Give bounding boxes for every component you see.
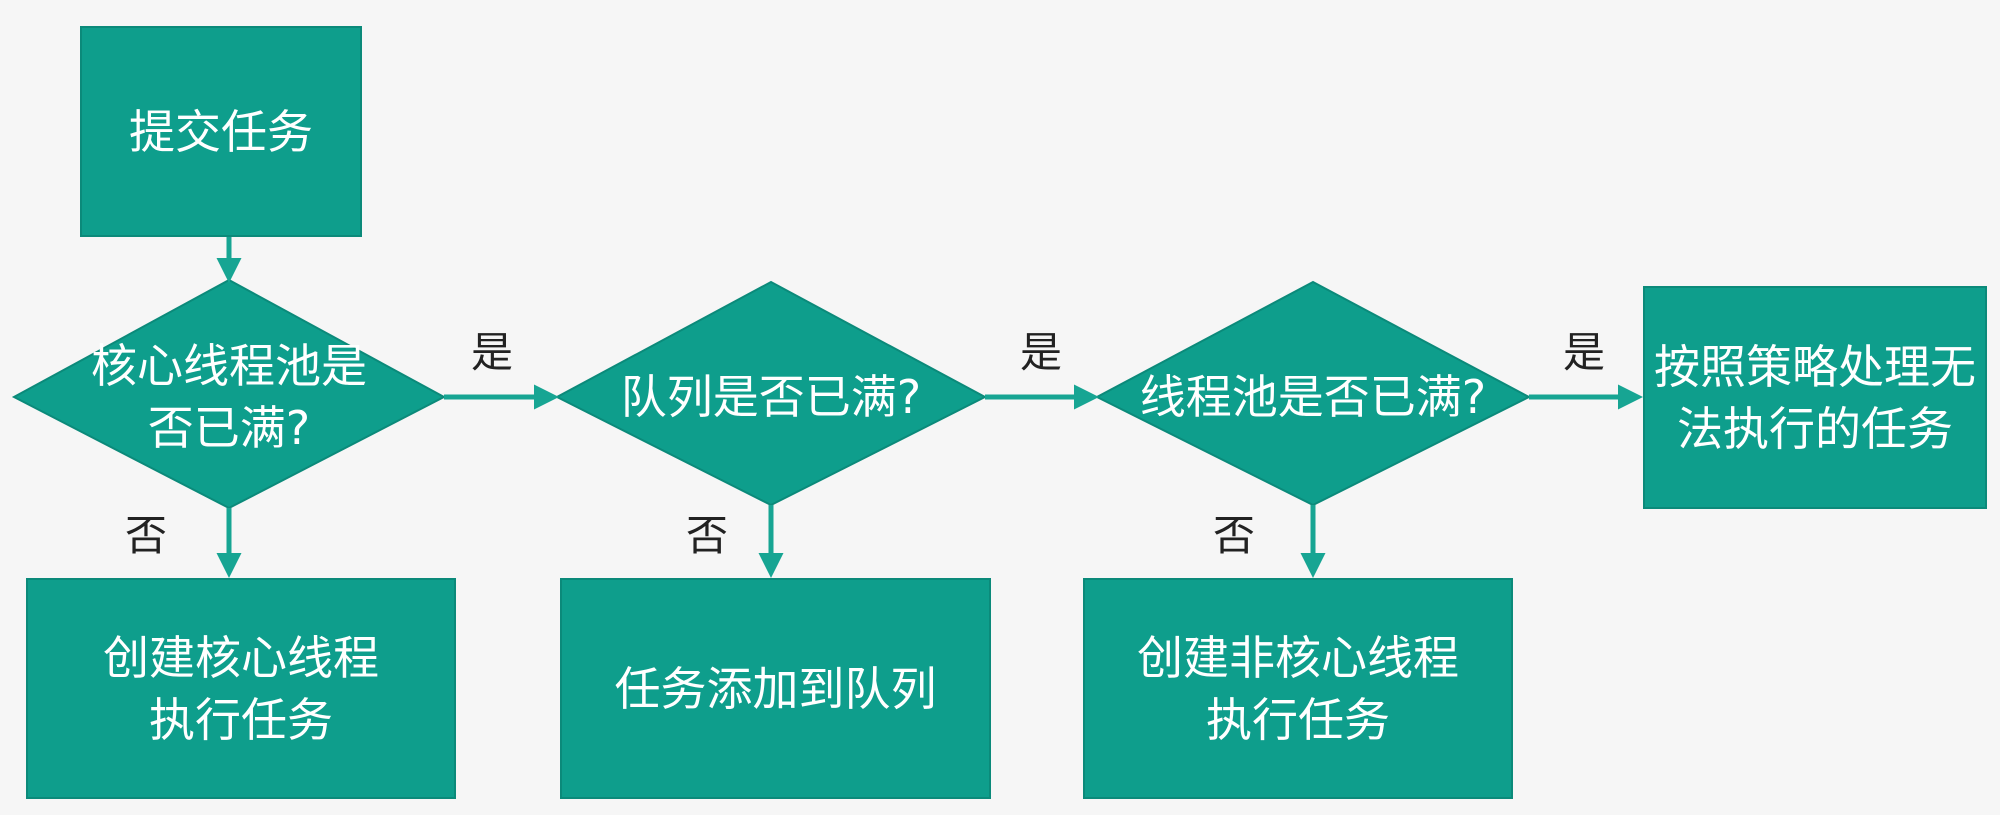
edge-label-queue-yes: 是 — [1020, 328, 1063, 377]
edge-label-queue-no: 否 — [686, 511, 729, 560]
edge-label-core-no: 否 — [125, 511, 168, 560]
edge-label-core-yes: 是 — [471, 328, 514, 377]
decision-label-pool-full: 线程池是否已满? — [1139, 370, 1487, 424]
node-create-core-thread: 创建核心线程 执行任务 — [26, 578, 456, 799]
node-create-noncore-thread: 创建非核心线程 执行任务 — [1083, 578, 1513, 799]
edge-label-pool-yes: 是 — [1563, 328, 1606, 377]
node-reject-policy: 按照策略处理无 法执行的任务 — [1643, 286, 1987, 509]
decision-label-queue-full: 队列是否已满? — [620, 370, 922, 424]
node-submit-task: 提交任务 — [80, 26, 362, 237]
edge-label-pool-no: 否 — [1213, 511, 1256, 560]
decision-label-core-full: 核心线程池是 否已满? — [91, 339, 367, 455]
node-add-to-queue: 任务添加到队列 — [560, 578, 991, 799]
